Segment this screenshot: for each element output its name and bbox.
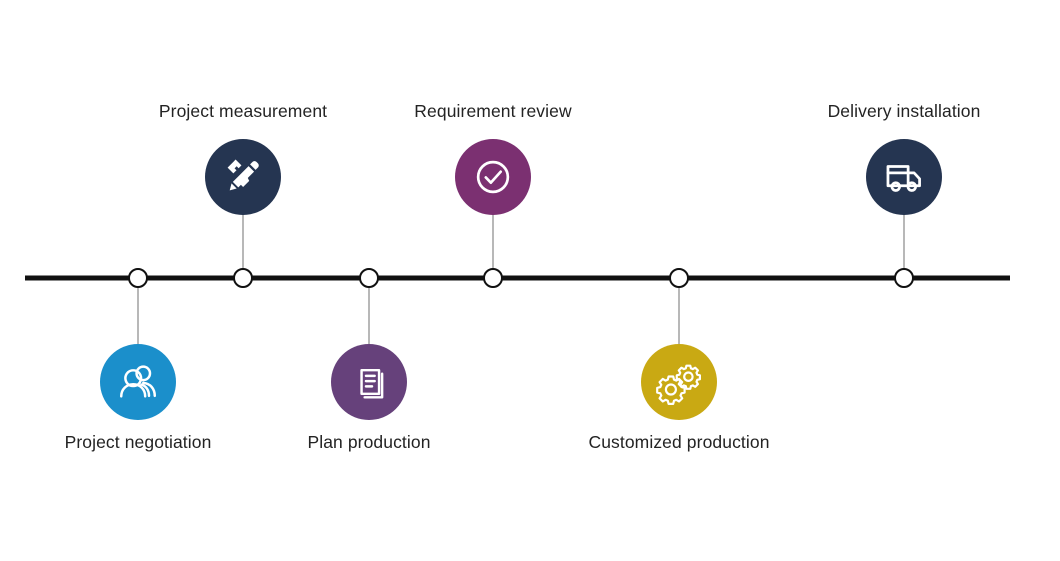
node-marker-project-negotiation [128,268,148,288]
node-marker-project-measurement [233,268,253,288]
pencil-ruler-icon [221,155,265,199]
step-badge-delivery-installation[interactable] [866,139,942,215]
check-circle-icon [470,154,516,200]
step-badge-requirement-review[interactable] [455,139,531,215]
node-marker-delivery-installation [894,268,914,288]
node-marker-requirement-review [483,268,503,288]
step-badge-customized-production[interactable] [641,344,717,420]
connector-lines [137,212,905,348]
step-label-delivery-installation: Delivery installation [827,101,981,121]
step-badge-project-measurement[interactable] [205,139,281,215]
users-group-icon [115,359,161,405]
node-marker-plan-production [359,268,379,288]
step-label-customized-production: Customized production [588,432,770,452]
step-label-project-measurement: Project measurement [158,101,328,121]
step-label-project-negotiation: Project negotiation [64,432,212,452]
truck-icon [882,155,926,199]
timeline-nodes [128,268,914,288]
step-badge-project-negotiation[interactable] [100,344,176,420]
node-marker-customized-production [669,268,689,288]
step-badge-plan-production[interactable] [331,344,407,420]
documents-stack-icon [348,361,390,403]
step-label-requirement-review: Requirement review [414,101,572,121]
step-label-plan-production: Plan production [307,432,431,452]
gears-icon [655,358,703,406]
